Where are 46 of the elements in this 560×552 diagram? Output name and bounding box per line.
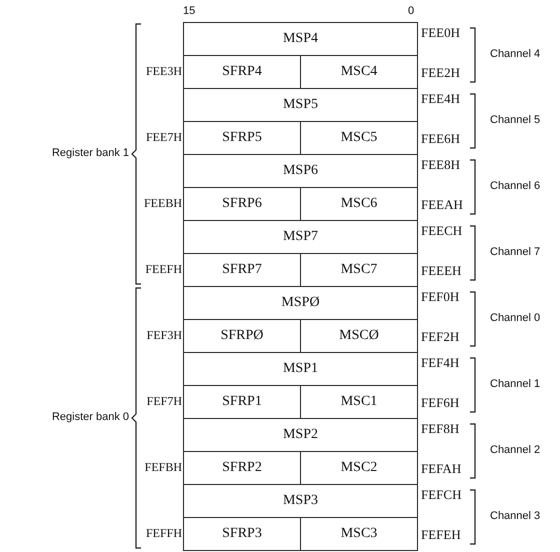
bank-label: Register bank 1 bbox=[50, 147, 129, 159]
address-label: FEEEH bbox=[421, 263, 462, 279]
address-label: FEE4H bbox=[421, 91, 460, 107]
channel-label: Channel 5 bbox=[490, 114, 540, 126]
register-cell: MSP7 bbox=[183, 220, 418, 254]
channel-label: Channel 2 bbox=[490, 444, 540, 456]
bank-label: Register bank 0 bbox=[50, 411, 129, 423]
register-cell: SFRP3 bbox=[183, 517, 301, 551]
address-label: FEF4H bbox=[421, 355, 460, 371]
register-cell: MSP3 bbox=[183, 484, 418, 518]
register-cell: MSP2 bbox=[183, 418, 418, 452]
channel-label: Channel 0 bbox=[490, 312, 540, 324]
address-label: FEFBH bbox=[144, 460, 182, 475]
register-cell: MSP5 bbox=[183, 88, 418, 122]
address-label: FEFAH bbox=[421, 461, 462, 477]
address-label: FEE0H bbox=[421, 25, 460, 41]
bit-number: 15 bbox=[183, 5, 196, 17]
register-cell: MSP1 bbox=[183, 352, 418, 386]
address-label: FEF6H bbox=[421, 395, 460, 411]
address-label: FEE6H bbox=[421, 131, 460, 147]
address-label: FEE7H bbox=[145, 130, 182, 145]
address-label: FEF2H bbox=[421, 329, 460, 345]
address-label: FEFFH bbox=[144, 526, 182, 541]
address-label: FEF3H bbox=[146, 328, 182, 343]
address-label: FEE3H bbox=[145, 64, 182, 79]
channel-label: Channel 7 bbox=[490, 246, 540, 258]
address-label: FEEAH bbox=[421, 197, 463, 213]
address-label: FEF8H bbox=[421, 421, 460, 437]
address-label: FEF7H bbox=[146, 394, 182, 409]
address-label: FEFEH bbox=[421, 527, 461, 543]
channel-label: Channel 1 bbox=[490, 378, 540, 390]
address-label: FEE2H bbox=[421, 65, 460, 81]
channel-label: Channel 6 bbox=[490, 180, 540, 192]
register-cell: MSC3 bbox=[300, 517, 418, 551]
address-label: FEECH bbox=[421, 223, 462, 239]
address-label: FEE8H bbox=[421, 157, 460, 173]
address-label: FEFCH bbox=[421, 487, 462, 503]
bit-number: 0 bbox=[408, 5, 414, 17]
address-label: FEEBH bbox=[143, 196, 182, 211]
channel-label: Channel 3 bbox=[490, 510, 540, 522]
address-label: FEF0H bbox=[421, 289, 460, 305]
register-cell: MSP4 bbox=[183, 22, 418, 56]
register-cell: MSP6 bbox=[183, 154, 418, 188]
register-cell: MSPØ bbox=[183, 286, 418, 320]
channel-label: Channel 4 bbox=[490, 48, 540, 60]
address-label: FEEFH bbox=[144, 262, 182, 277]
